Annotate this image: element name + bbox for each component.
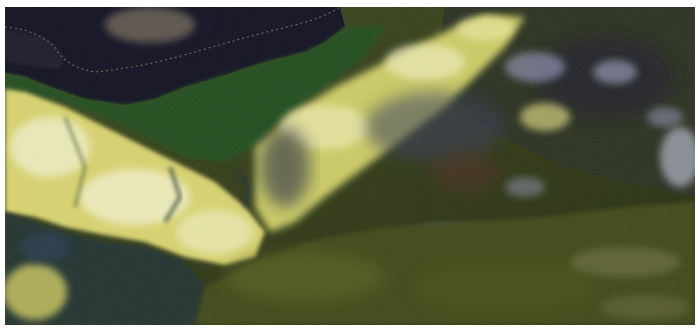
satellite-scene-svg	[5, 7, 695, 325]
surface-texture	[5, 7, 695, 325]
satellite-image	[5, 7, 695, 325]
